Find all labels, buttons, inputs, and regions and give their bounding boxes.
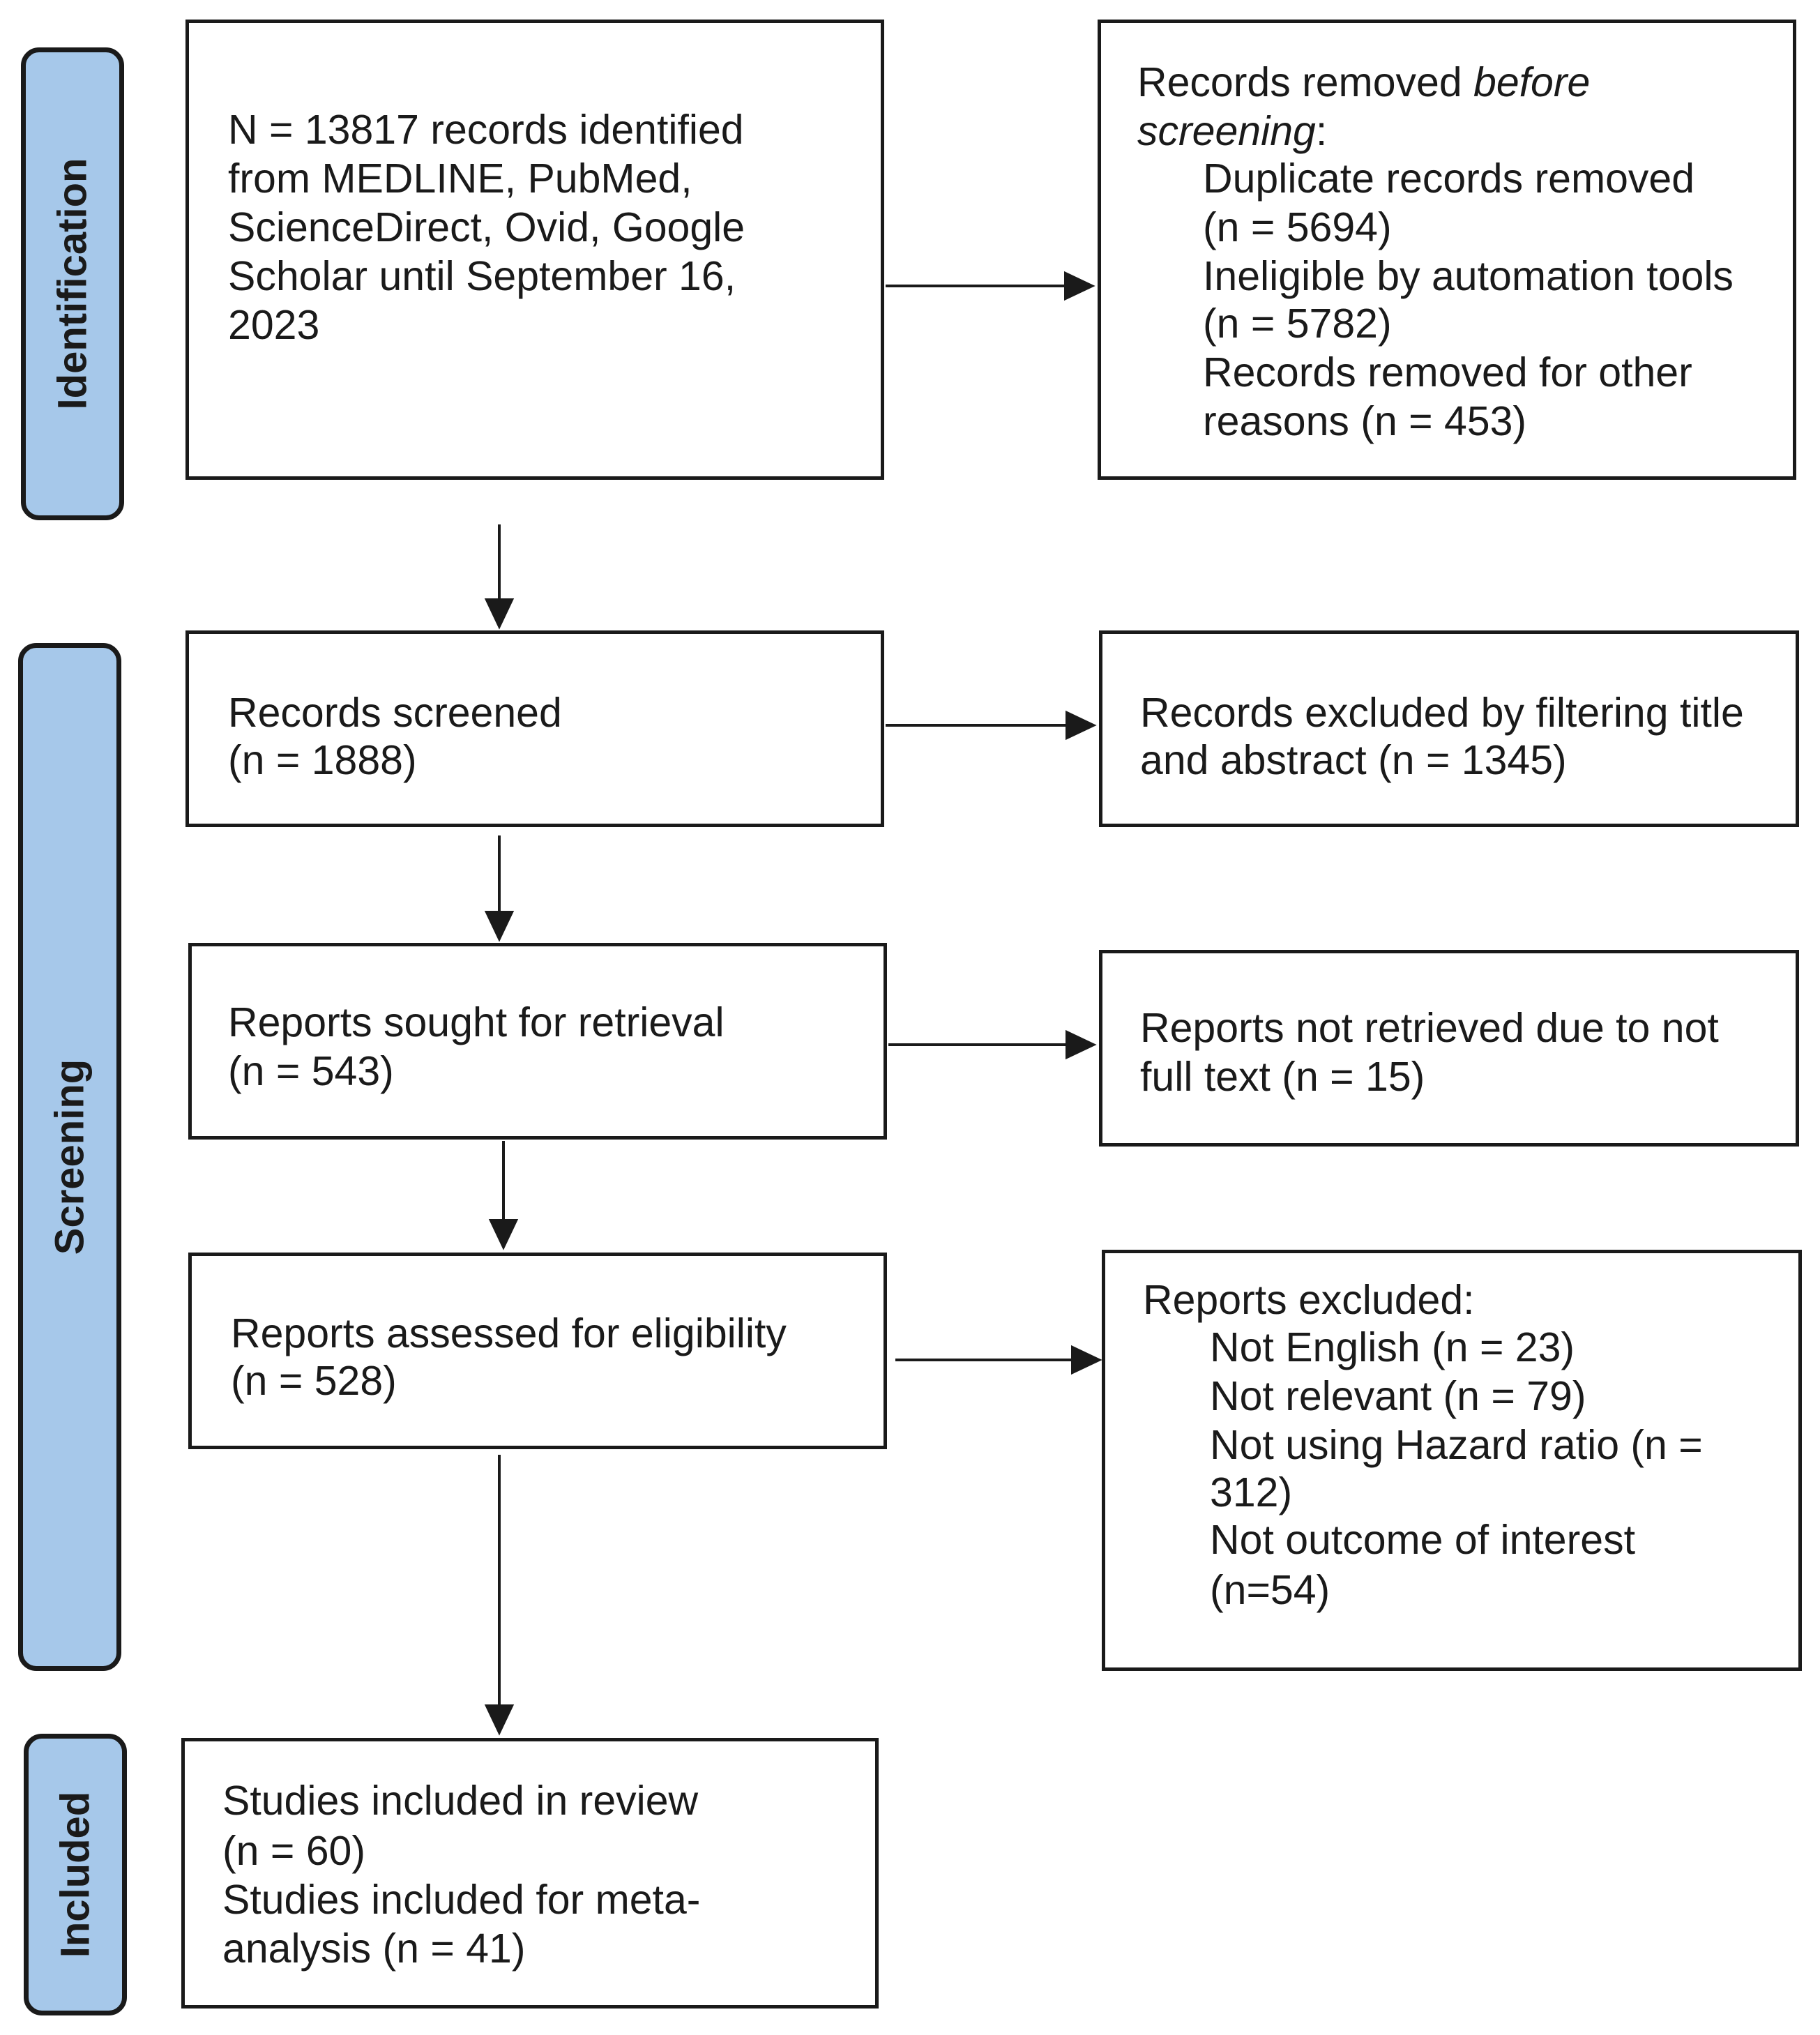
removed-heading-screening: screening <box>1137 108 1316 154</box>
records-screened-box: Records screened (n = 1888) <box>185 630 884 827</box>
duplicate-records-label: Duplicate records removed <box>1203 156 1695 202</box>
records-screened-label: Records screened <box>228 690 562 736</box>
records-excluded-box: Records excluded by filtering title and … <box>1099 630 1799 827</box>
identified-line-1: N = 13817 records identified <box>228 107 744 153</box>
stage-included: Included <box>24 1734 127 2015</box>
included-review-count: (n = 60) <box>222 1828 365 1874</box>
identified-line-5: 2023 <box>228 302 320 348</box>
arrowhead-to-assessed <box>488 1219 519 1250</box>
included-meta-line-1: Studies included for meta- <box>222 1877 701 1923</box>
arrowhead-to-included <box>484 1704 515 1736</box>
reports-excluded-heading: Reports excluded: <box>1143 1277 1475 1323</box>
removed-heading-colon: : <box>1315 108 1328 154</box>
hazard-ratio-line-1: Not using Hazard ratio (n = <box>1210 1422 1703 1468</box>
other-reasons-count: reasons (n = 453) <box>1203 398 1527 444</box>
ineligible-automation-label: Ineligible by automation tools <box>1203 253 1734 299</box>
arrowhead-to-records-excluded <box>1066 710 1097 741</box>
reports-sought-box: Reports sought for retrieval (n = 543) <box>188 943 887 1140</box>
ineligible-automation-count: (n = 5782) <box>1203 301 1392 347</box>
duplicate-records-count: (n = 5694) <box>1203 204 1392 250</box>
identified-line-3: ScienceDirect, Ovid, Google <box>228 204 745 250</box>
identified-line-2: from MEDLINE, PubMed, <box>228 156 692 202</box>
records-screened-count: (n = 1888) <box>228 737 417 783</box>
records-excluded-line-1: Records excluded by filtering title <box>1140 690 1744 736</box>
records-excluded-line-2: and abstract (n = 1345) <box>1140 737 1567 783</box>
stage-screening: Screening <box>18 643 121 1671</box>
identified-line-4: Scholar until September 16, <box>228 253 736 299</box>
arrowhead-to-screened <box>484 598 515 630</box>
outcome-line-2: (n=54) <box>1210 1567 1330 1613</box>
included-review-label: Studies included in review <box>222 1778 699 1824</box>
removed-heading-before: before <box>1473 59 1591 105</box>
stage-identification: Identification <box>21 47 124 520</box>
removed-heading-start: Records removed <box>1137 59 1474 105</box>
included-meta-line-2: analysis (n = 41) <box>222 1926 526 1972</box>
reports-sought-label: Reports sought for retrieval <box>228 999 725 1045</box>
removed-heading-line-2: screening: <box>1137 107 1327 156</box>
reports-sought-count: (n = 543) <box>228 1048 394 1094</box>
not-retrieved-line-2: full text (n = 15) <box>1140 1054 1425 1100</box>
studies-included-box: Studies included in review (n = 60) Stud… <box>181 1738 879 2008</box>
not-english: Not English (n = 23) <box>1210 1324 1575 1370</box>
arrowhead-to-not-retrieved <box>1066 1029 1097 1060</box>
arrowhead-to-reports-excluded <box>1071 1345 1102 1375</box>
reports-excluded-box: Reports excluded: Not English (n = 23) N… <box>1102 1250 1802 1671</box>
reports-assessed-count: (n = 528) <box>231 1358 397 1404</box>
outcome-line-1: Not outcome of interest <box>1210 1517 1635 1563</box>
hazard-ratio-line-2: 312) <box>1210 1469 1293 1515</box>
identified-records-box: N = 13817 records identified from MEDLIN… <box>185 20 884 480</box>
records-removed-box: Records removed before screening: Duplic… <box>1098 20 1796 480</box>
not-retrieved-line-1: Reports not retrieved due to not <box>1140 1005 1719 1051</box>
reports-not-retrieved-box: Reports not retrieved due to not full te… <box>1099 950 1799 1147</box>
arrowhead-to-removed <box>1064 271 1095 301</box>
other-reasons-label: Records removed for other <box>1203 349 1692 395</box>
reports-assessed-label: Reports assessed for eligibility <box>231 1310 787 1356</box>
removed-heading-line-1: Records removed before <box>1137 58 1590 107</box>
not-relevant: Not relevant (n = 79) <box>1210 1373 1586 1419</box>
arrowhead-to-sought <box>484 911 515 942</box>
reports-assessed-box: Reports assessed for eligibility (n = 52… <box>188 1253 887 1449</box>
